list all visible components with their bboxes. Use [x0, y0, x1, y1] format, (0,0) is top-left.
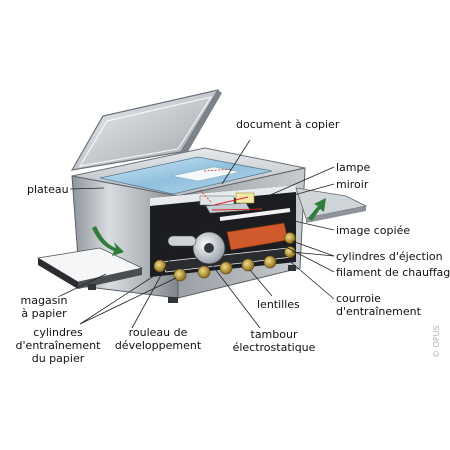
label-lampe: lampe — [336, 161, 371, 174]
label-magasin-line2: à papier — [21, 307, 67, 320]
label-tambour-line1: tambour — [250, 328, 298, 341]
label-courroie-line1: courroie — [336, 292, 381, 305]
label-filament: filament de chauffage — [336, 266, 450, 279]
foot — [88, 284, 96, 290]
label-document: document à copier — [236, 118, 340, 131]
label-courroie: courroie d'entraînement — [336, 292, 421, 318]
label-tambour-line2: électrostatique — [232, 341, 316, 354]
label-image-copiee: image copiée — [336, 224, 411, 237]
credit-watermark: © OPUS — [432, 325, 441, 358]
label-magasin-line1: magasin — [20, 294, 68, 307]
label-rouleau-line1: rouleau de — [128, 326, 188, 339]
label-magasin: magasin à papier — [12, 294, 76, 320]
foot — [168, 297, 178, 303]
label-miroir: miroir — [336, 178, 369, 191]
label-cylindres-entrainement: cylindres d'entraînement du papier — [8, 326, 108, 365]
lid — [70, 89, 222, 171]
label-cyl-entrainement-line1: cylindres — [33, 326, 83, 339]
paper-in-arrow — [92, 226, 124, 256]
document-sheet — [171, 166, 241, 182]
label-cyl-entrainement-line3: du papier — [31, 352, 85, 365]
label-cyl-entrainement-line2: d'entraînement — [15, 339, 101, 352]
label-tambour: tambour électrostatique — [226, 328, 322, 354]
label-courroie-line2: d'entraînement — [336, 305, 421, 318]
label-cylindres-ejection: cylindres d'éjection — [336, 250, 443, 263]
developing-roller — [167, 235, 197, 247]
optics-assembly — [199, 189, 263, 214]
label-lentilles: lentilles — [257, 298, 300, 311]
label-rouleau: rouleau de développement — [108, 326, 208, 352]
paper-tray — [36, 247, 144, 289]
copied-sheet — [219, 208, 291, 221]
foot — [288, 265, 296, 271]
label-rouleau-line2: développement — [114, 339, 202, 352]
paper-out-arrow — [308, 198, 326, 221]
leader-lines — [59, 139, 335, 329]
output-tray — [295, 187, 368, 223]
rollers — [153, 232, 296, 282]
label-plateau: plateau — [27, 183, 69, 196]
